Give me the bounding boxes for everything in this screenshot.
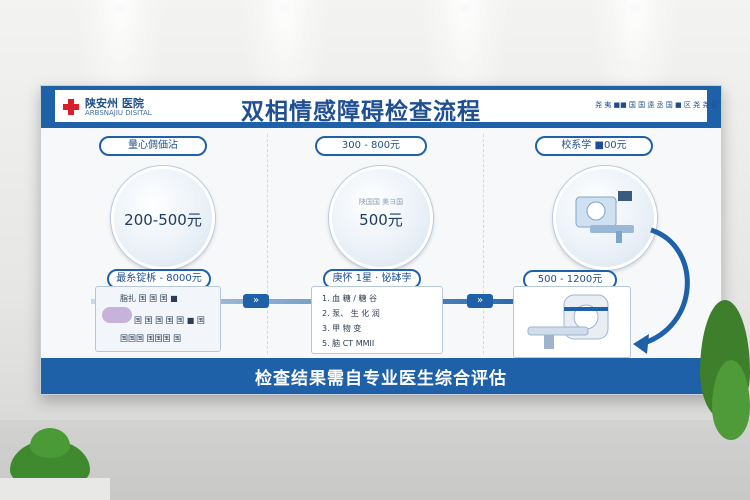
step-pill-2: 300 - 800元 [315, 136, 427, 156]
mri-room-image [553, 166, 657, 270]
test-item: 3. 甲 物 变 [322, 324, 362, 333]
board-header: 陕安州 医院 ARBSNAJIU DISITAL 双相情感障碍检查流程 尧 夷 … [41, 86, 721, 128]
header-white-band: 陕安州 医院 ARBSNAJIU DISITAL 双相情感障碍检查流程 尧 夷 … [55, 90, 719, 125]
curved-arrow-icon [633, 227, 690, 354]
step-pill-3: 校系学 ■00元 [535, 136, 653, 156]
header-right-text: 尧 夷 ■■ 国 国 遠 丞 国 ■ 区 尧 尧 区 [595, 101, 719, 109]
footer-text: 检查结果需自专业医生综合评估 [255, 369, 507, 389]
plant-pot [0, 478, 110, 500]
chevron-right-icon: » [467, 294, 493, 308]
panel-line: 脂扎 国 国 国 ■ [120, 294, 178, 303]
test-panel-2: 1. 血 糖 / 糖 谷 2. 泵、 生 化 润 3. 甲 物 变 5. 脑 C… [311, 286, 443, 354]
test-item: 2. 泵、 生 化 润 [322, 309, 380, 318]
plant-left [30, 428, 70, 458]
lamp [460, 3, 470, 13]
hospital-name-en: ARBSNAJIU DISITAL [85, 109, 152, 117]
lamp [630, 3, 640, 13]
mri-panel [513, 286, 631, 358]
step-pill-1: 量心倜価沾 [99, 136, 207, 156]
footer-bar: 检查结果需自专业医生综合评估 [41, 358, 721, 394]
lamp [280, 3, 290, 13]
panel-line: 国 国 国 国 国 ■ 国 [134, 316, 205, 325]
circle-note: 陕国国 美ヨ国 [358, 198, 404, 206]
mri-scanner-icon [527, 294, 609, 349]
panel-line: 国国国 国国国 国 [120, 334, 182, 343]
red-cross-icon [63, 99, 79, 115]
lamp [115, 3, 125, 13]
specimen-image [102, 307, 132, 323]
price-circle-1: 200-500元 [111, 166, 215, 270]
test-item: 5. 脑 CT MMII [322, 339, 375, 348]
chevron-right-icon: » [243, 294, 269, 308]
mri-room-icon [575, 191, 634, 243]
test-item: 1. 血 糖 / 糖 谷 [322, 294, 378, 303]
column-2 [269, 134, 484, 354]
board-title: 双相情感障碍检查流程 [241, 99, 481, 125]
plant-right [712, 360, 750, 440]
price-circle-2: 陕国国 美ヨ国 500元 [329, 166, 433, 270]
floor [0, 420, 750, 500]
circle-price: 200-500元 [124, 211, 202, 229]
column-1 [55, 134, 268, 354]
test-panel-1: 脂扎 国 国 国 ■ 国 国 国 国 国 ■ 国 国国国 国国国 国 [95, 286, 221, 352]
circle-price: 500元 [359, 211, 403, 229]
hospital-name: 陕安州 医院 [85, 97, 144, 110]
flow-board: 陕安州 医院 ARBSNAJIU DISITAL 双相情感障碍检查流程 尧 夷 … [40, 85, 722, 395]
